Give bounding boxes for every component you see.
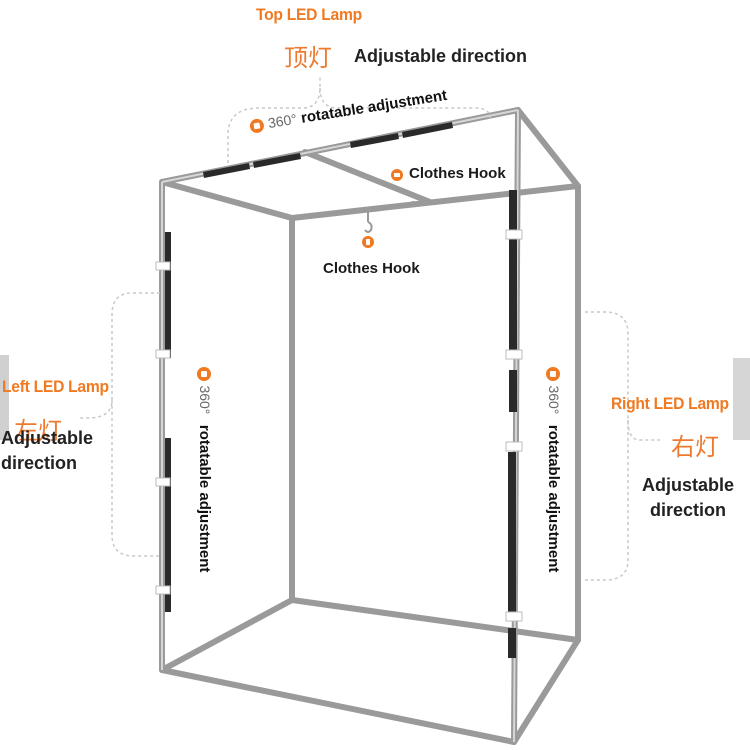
top-led-lamp-title: Top LED Lamp — [256, 5, 362, 24]
callout-brackets — [78, 75, 660, 581]
right-led-lamps — [508, 190, 517, 658]
clothes-hook-upper-label: Clothes Hook — [409, 165, 506, 182]
right-rotation-vertical: 360° rotatable adjustment — [544, 367, 562, 572]
left-led-lamp-cn: 左灯 — [14, 417, 62, 445]
left-rotation-vertical: 360° rotatable adjustment — [195, 367, 213, 572]
left-lamp-adjustable-direction: Adjustable direction — [1, 426, 93, 476]
clothes-hook-lower-label: Clothes Hook — [323, 260, 420, 277]
left-desc-line1: Adjustable — [1, 428, 94, 448]
rotation-icon — [546, 367, 561, 381]
clothes-hook-upper — [412, 196, 425, 207]
right-rotation-text: rotatable adjustment — [545, 424, 562, 573]
top-rotation-degree: 360° — [266, 110, 298, 132]
rotation-icon — [248, 117, 265, 134]
right-led-lamp-title: Right LED Lamp — [611, 394, 729, 413]
left-desc-line2: direction — [1, 453, 78, 473]
left-led-lamps — [165, 232, 171, 612]
top-lamp-adjustable-direction: Adjustable direction — [354, 46, 528, 66]
right-desc-line1: Adjustable — [641, 475, 734, 495]
top-led-lamp-cn: 顶灯 — [284, 44, 332, 72]
clothes-hook-lower — [364, 212, 373, 233]
left-rotation-text: rotatable adjustment — [196, 424, 213, 573]
right-rotation-degree: 360° — [546, 385, 562, 415]
right-lamp-adjustable-direction: Adjustable direction — [630, 473, 746, 523]
right-led-lamp-cn: 右灯 — [671, 433, 719, 461]
left-led-lamp-title: Left LED Lamp — [2, 377, 109, 396]
top-led-lamps — [203, 122, 453, 178]
rotation-icon — [197, 367, 212, 381]
left-rotation-degree: 360° — [197, 385, 213, 415]
lamp-clamps — [155, 229, 523, 622]
right-desc-line2: direction — [649, 500, 726, 520]
